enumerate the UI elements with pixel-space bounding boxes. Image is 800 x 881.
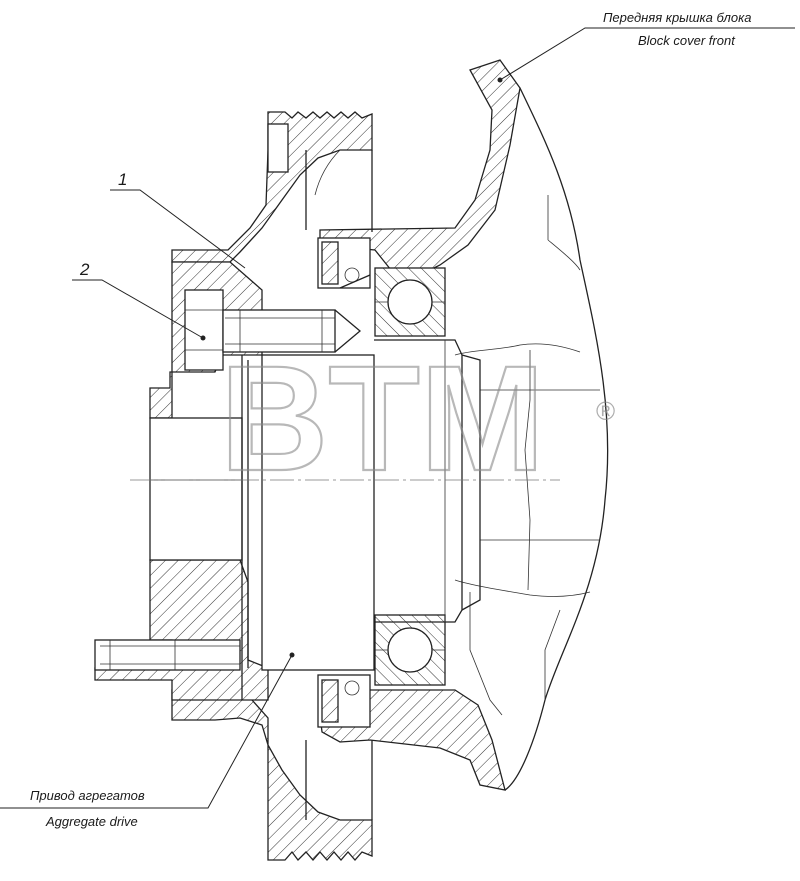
block-cover-dot xyxy=(497,77,503,83)
aggregate-drive-label-ru: Привод агрегатов xyxy=(30,788,145,803)
block-cover-callout: Передняя крышка блока Block cover front xyxy=(497,10,795,83)
callout-2-dot xyxy=(200,335,206,341)
lower-seal xyxy=(317,674,371,728)
callout-2-number: 2 xyxy=(79,260,90,279)
callout-2: 2 xyxy=(72,260,206,341)
aggregate-drive-label-en: Aggregate drive xyxy=(45,814,138,829)
callout-1-number: 1 xyxy=(118,170,127,189)
registered-mark: ® xyxy=(596,396,615,426)
upper-bearing xyxy=(374,267,446,337)
block-cover-label-en: Block cover front xyxy=(638,33,736,48)
bolt-part-2 xyxy=(184,289,362,371)
stud xyxy=(94,639,241,671)
callout-1: 1 xyxy=(110,170,246,269)
lower-bearing xyxy=(374,614,446,686)
watermark-text: BTM xyxy=(220,334,545,502)
watermark: BTM ® xyxy=(219,333,615,503)
aggregate-drive-callout: Привод агрегатов Aggregate drive xyxy=(0,652,295,829)
upper-seal xyxy=(317,237,371,289)
aggregate-drive-dot xyxy=(289,652,295,658)
shaft xyxy=(130,339,560,623)
pulley-part-1 xyxy=(171,111,373,861)
block-cover-label-ru: Передняя крышка блока xyxy=(603,10,751,25)
